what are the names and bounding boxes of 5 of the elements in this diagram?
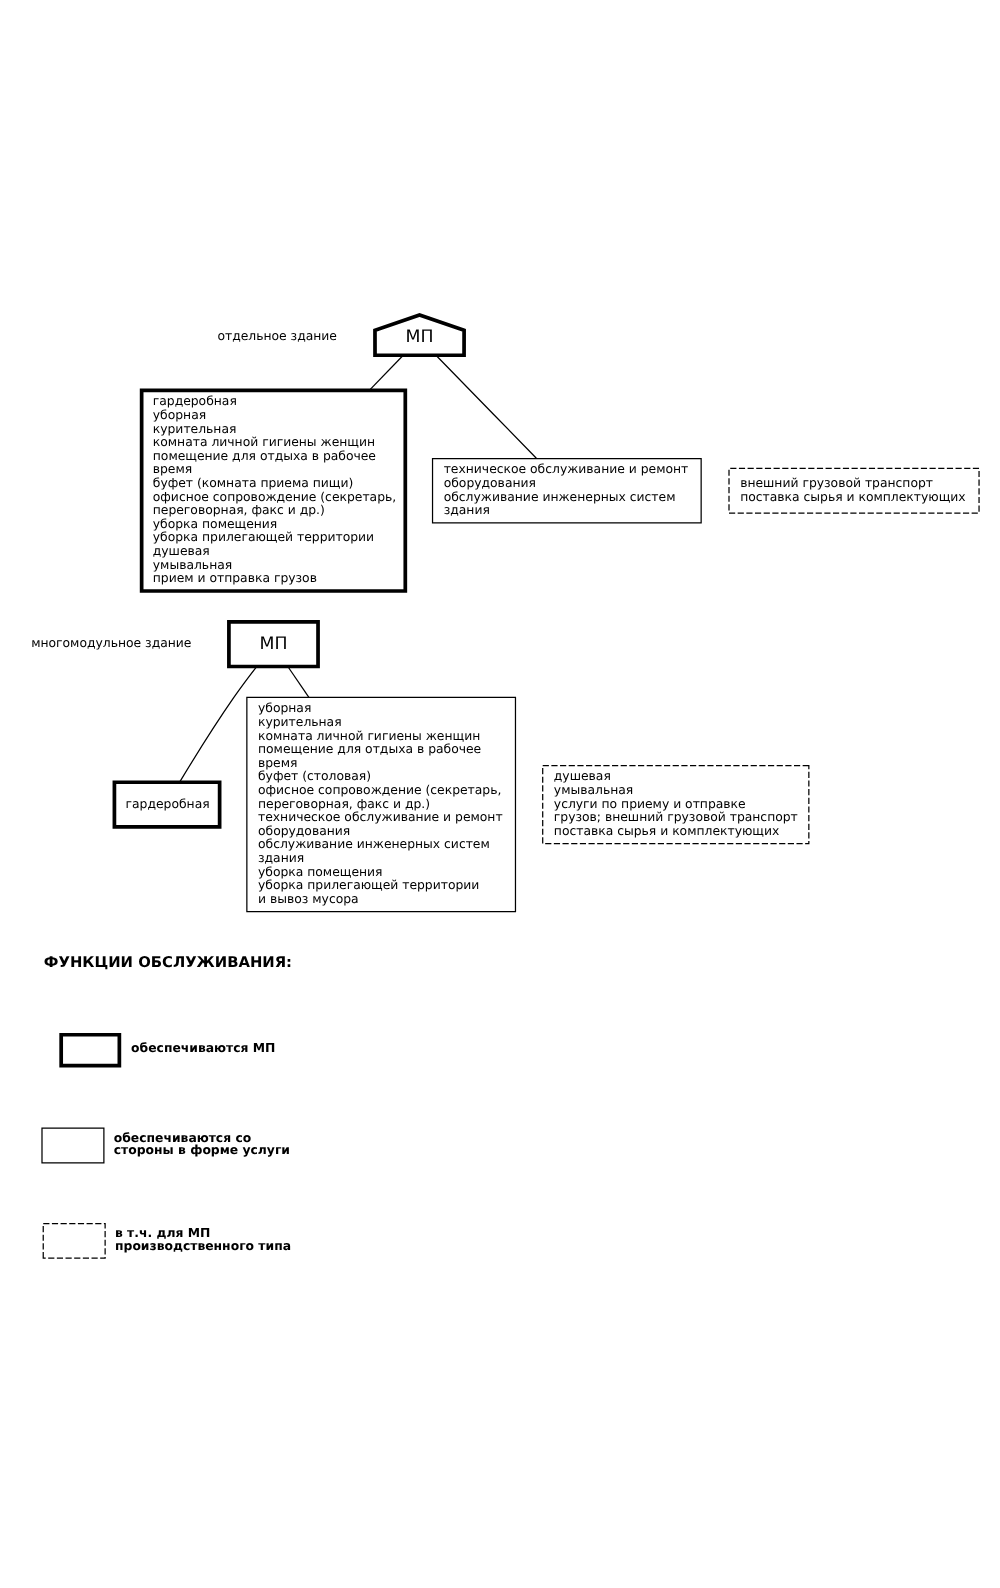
connector	[287, 666, 310, 698]
connector	[435, 355, 537, 459]
connector	[179, 666, 258, 783]
connector	[368, 355, 404, 391]
node-box: МП	[227, 620, 320, 669]
